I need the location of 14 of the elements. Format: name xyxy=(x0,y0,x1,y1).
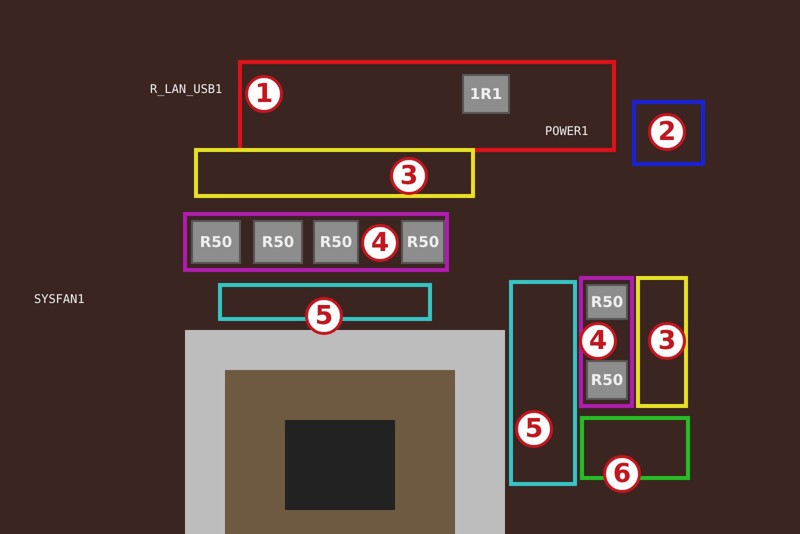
highlight-frame xyxy=(632,100,705,166)
silkscreen-label: R_LAN_USB1 xyxy=(150,82,222,96)
inductor-marking: R50 xyxy=(586,284,628,320)
inductor-marking: R50 xyxy=(401,220,445,264)
silkscreen-label: POWER1 xyxy=(545,124,588,138)
inductor-marking: R50 xyxy=(253,220,303,264)
silkscreen-label: SYSFAN1 xyxy=(34,292,85,306)
highlight-frame xyxy=(509,280,577,486)
highlight-frame xyxy=(194,148,475,198)
inductor-marking: 1R1 xyxy=(462,74,510,114)
inductor-marking: R50 xyxy=(586,360,628,400)
highlight-frame xyxy=(636,276,688,408)
inductor-marking: R50 xyxy=(191,220,241,264)
inductor-marking: R50 xyxy=(313,220,359,264)
